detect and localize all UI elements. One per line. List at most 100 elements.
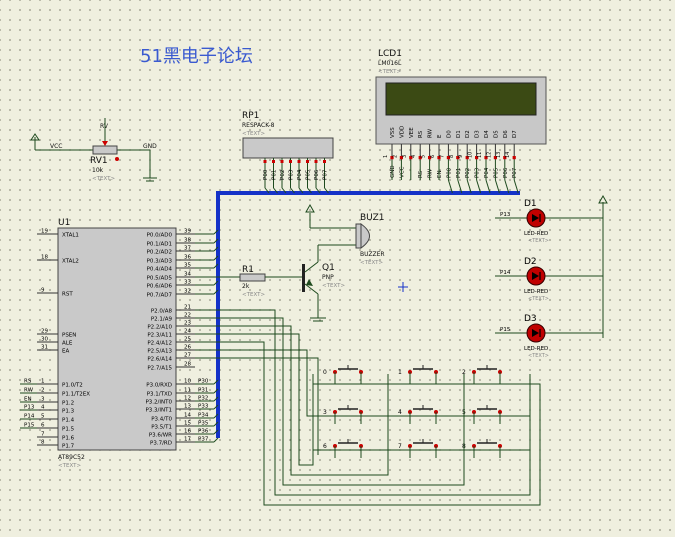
u1-pin-number: 30 xyxy=(41,337,48,343)
bus-entry xyxy=(281,187,287,194)
lcd-pin-name: E xyxy=(437,134,443,138)
u1-pin-number: 39 xyxy=(184,229,191,235)
u1-pin-name: XTAL1 xyxy=(62,233,79,239)
lcd-net-label: P03 xyxy=(475,167,481,178)
u1-pin-number: 22 xyxy=(184,313,191,319)
u1-pin-name: P2.5/A13 xyxy=(147,349,172,355)
u1-pin-name: P3.4/T0 xyxy=(151,417,172,423)
rv1-pin-label: RV xyxy=(100,123,109,130)
key-2[interactable]: 2 xyxy=(462,365,502,384)
u1-pin-name: P1.6 xyxy=(62,436,75,442)
key-7[interactable]: 7 xyxy=(398,439,438,458)
key-label: 4 xyxy=(398,409,402,416)
rp1-pin-dot xyxy=(314,160,318,163)
u1-pin-name: P3.3/INT1 xyxy=(145,408,172,414)
key-5[interactable]: 5 xyxy=(462,405,502,424)
lcd-net-label: RW xyxy=(428,168,434,178)
lcd-pin-number: 3 xyxy=(402,155,408,158)
led-net-label: P13 xyxy=(500,212,511,218)
u1-pin-number: 19 xyxy=(41,229,48,235)
key-0[interactable]: 0 xyxy=(323,365,363,384)
lcd1-ref: LCD1 xyxy=(378,49,402,59)
key-1[interactable]: 1 xyxy=(398,365,438,384)
lcd-net-label: RS xyxy=(418,170,424,178)
key-8[interactable]: 8 xyxy=(462,439,502,458)
u1-pin-name: P0.3/AD3 xyxy=(147,259,173,265)
u1-left-net-label: P15 xyxy=(24,423,35,429)
key-6[interactable]: 6 xyxy=(323,439,363,458)
led-diode-icon xyxy=(532,214,539,222)
rv1-text: <TEXT> xyxy=(92,176,115,182)
lcd-pin-name: VSS xyxy=(390,127,396,138)
lcd1-model: LM016L xyxy=(378,60,402,67)
u1-pin-number: 36 xyxy=(184,255,191,261)
rp1-net-label: P07 xyxy=(323,169,329,180)
bus-entry xyxy=(307,187,312,194)
led-ref: D1 xyxy=(524,199,537,209)
u1-left-net-label: RW xyxy=(24,388,34,394)
q1-model: PNP xyxy=(322,274,334,281)
u1-pin-name: RST xyxy=(62,292,73,298)
bus-entry xyxy=(213,421,219,427)
lcd-net-label: P05 xyxy=(493,167,499,178)
u1-pin-name: P1.3 xyxy=(62,409,75,415)
rp1-net-label: P05 xyxy=(306,169,312,180)
r1-component[interactable]: R1 2k <TEXT> xyxy=(195,265,302,298)
rp1-text: <TEXT> xyxy=(242,131,265,137)
rp1-pin-dot xyxy=(272,160,275,163)
u1-p3-net-label: P33 xyxy=(198,404,209,410)
u1-pin-number: 38 xyxy=(184,238,191,244)
rp1-pin-dot xyxy=(289,160,292,163)
lcd-pin-dot xyxy=(418,156,422,160)
buz1-model: BUZZER xyxy=(360,251,385,258)
buz1-component[interactable]: BUZ1 BUZZER <TEXT> xyxy=(305,203,385,266)
bus-entry xyxy=(494,179,500,194)
u1-pin-number: 14 xyxy=(184,413,191,419)
lcd-pin-name: D7 xyxy=(512,130,518,138)
lcd-pin-number: 8 xyxy=(449,155,455,158)
lcd1-component[interactable]: LCD1 LM016L <TEXT> VSS1GNDVDD2VCCVEE3RS4… xyxy=(375,49,547,180)
u1-component[interactable]: U1 AT89C52 <TEXT> 19XTAL118XTAL29RST29PS… xyxy=(20,218,219,469)
key-label: 1 xyxy=(398,369,402,376)
rp1-net-label: P00 xyxy=(263,169,269,180)
rv1-vcc-label: VCC xyxy=(50,143,62,150)
u1-p3-net-label: P32 xyxy=(198,396,208,402)
lcd-net-label: VCC xyxy=(399,166,405,178)
u1-pin-name: P0.1/AD1 xyxy=(147,242,172,248)
u1-pin-number: 28 xyxy=(184,362,191,368)
key-label: 0 xyxy=(323,369,327,376)
bus-entry xyxy=(213,413,219,419)
bus-entry xyxy=(290,187,295,194)
led-ref: D3 xyxy=(524,314,537,324)
q1-component[interactable]: Q1 PNP <TEXT> xyxy=(302,245,345,322)
rp1-net-label: P06 xyxy=(314,169,320,180)
lcd-net-label: P06 xyxy=(503,167,509,178)
bus-entry xyxy=(213,255,219,261)
lcd-pin-name: RS xyxy=(418,130,424,138)
lcd-pin-name: D5 xyxy=(493,130,499,138)
u1-p3-net-label: P37 xyxy=(198,437,209,443)
u1-pin-name: P1.5 xyxy=(62,427,75,433)
lcd-pin-name: D3 xyxy=(475,130,481,138)
u1-pin-number: 11 xyxy=(184,388,191,394)
rv1-component[interactable]: RV VCC GND RV1 10k <TEXT> xyxy=(30,118,157,182)
led-text: <TEXT> xyxy=(528,353,549,359)
lcd-pin-number: 6 xyxy=(430,155,436,158)
key-4[interactable]: 4 xyxy=(398,405,438,424)
u1-pin-name: P0.7/AD7 xyxy=(147,293,173,299)
key-3[interactable]: 3 xyxy=(323,405,363,424)
lcd1-screen xyxy=(385,82,537,116)
u1-pin-name: P2.7/A15 xyxy=(147,366,172,372)
u1-pin-number: 1 xyxy=(41,379,45,385)
u1-left-net-label: P13 xyxy=(24,405,35,411)
u1-pin-name: P2.0/A8 xyxy=(151,309,173,315)
rv1-body xyxy=(92,145,118,155)
u1-pin-name: P0.4/AD4 xyxy=(147,267,173,273)
led-diode-icon xyxy=(532,329,539,337)
lcd-pin-name: VEE xyxy=(409,127,415,138)
u1-pin-name: P3.6/WR xyxy=(149,433,172,439)
